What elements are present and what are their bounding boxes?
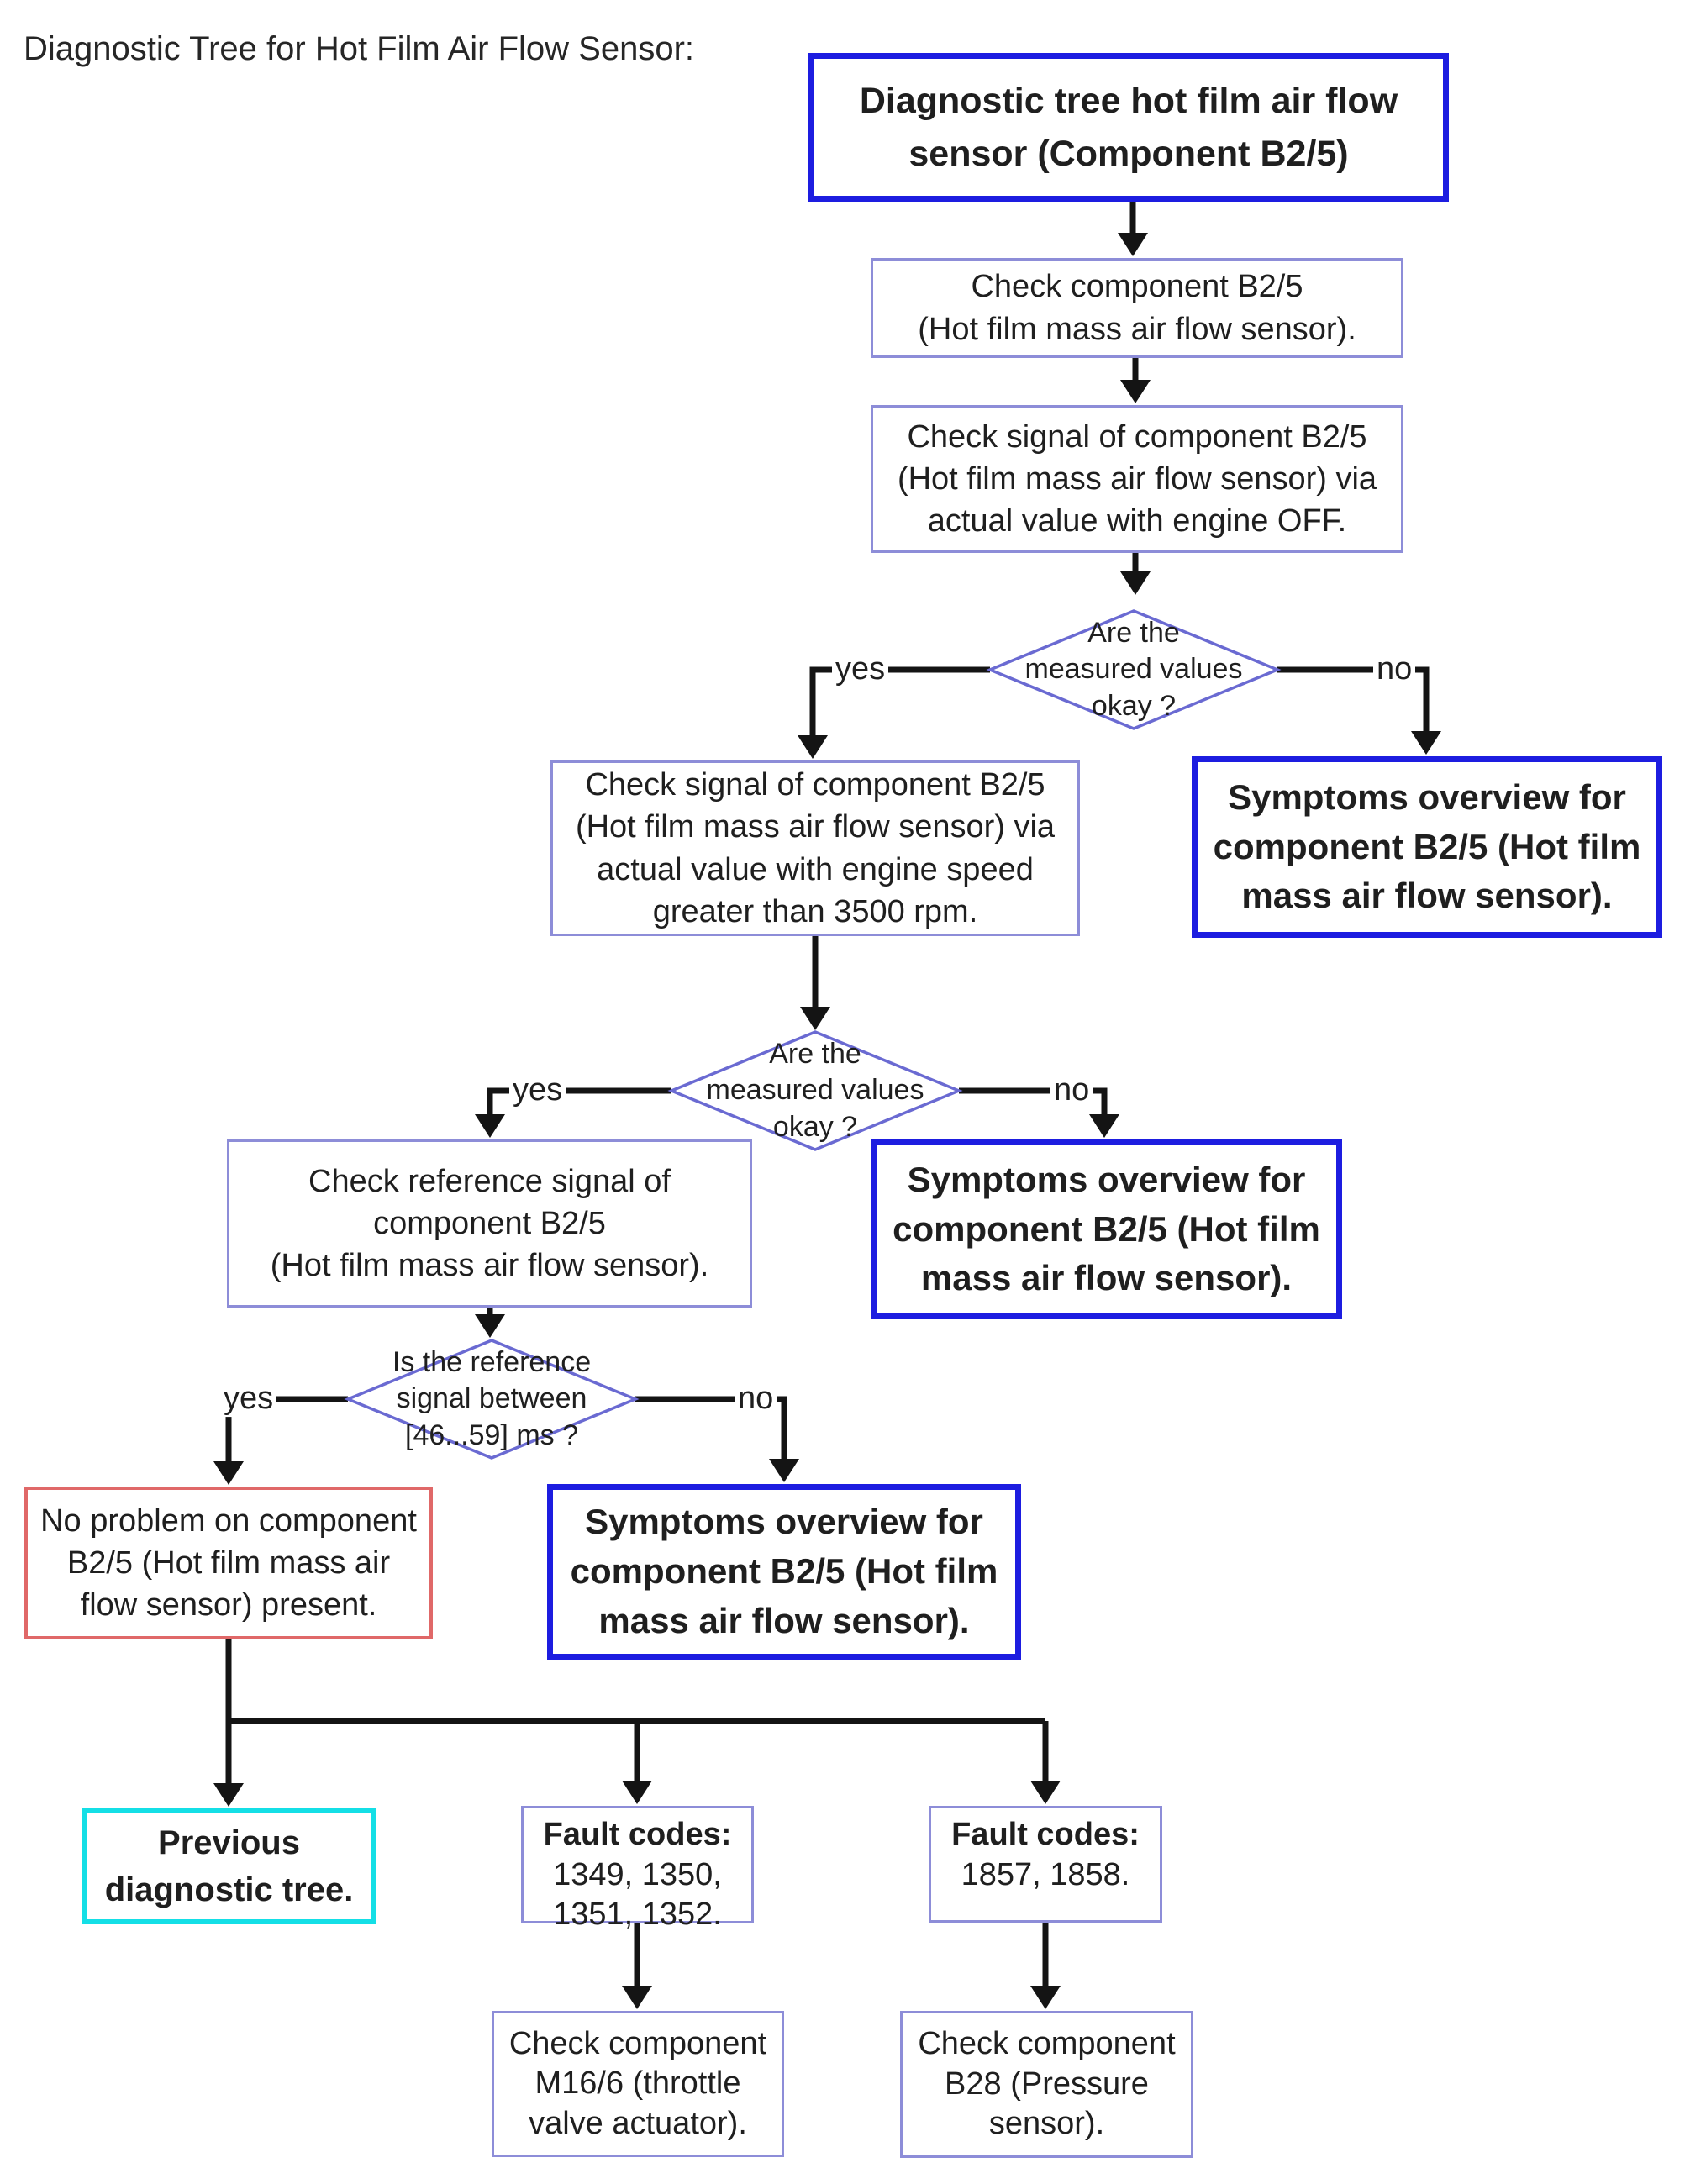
node-line: (Hot film mass air flow sensor). [918, 311, 1356, 347]
connector-yes-1 [809, 666, 990, 737]
arrowhead [213, 1783, 244, 1807]
fault-codes-header: Fault codes: [951, 1817, 1140, 1852]
node-line: Check component B2/5 [971, 269, 1303, 305]
arrowhead [1411, 731, 1441, 755]
branch-label-yes-3: yes [220, 1381, 277, 1417]
node-symptoms-2: Symptoms overview for component B2/5 (Ho… [871, 1139, 1342, 1319]
decision-line: Are the [1087, 616, 1180, 649]
decision-line: okay ? [772, 1110, 858, 1143]
node-line: Check component [508, 2025, 767, 2061]
node-symptoms-3: Symptoms overview for component B2/5 (Ho… [547, 1484, 1021, 1660]
node-line: component B2/5 (Hot film [893, 1208, 1320, 1249]
decision-diamond-3 [344, 1339, 640, 1460]
node-line: B28 (Pressure [945, 2066, 1149, 2102]
node-line: Check reference signal of [308, 1163, 671, 1199]
node-line: Symptoms overview for [1228, 776, 1626, 817]
arrowhead [475, 1314, 505, 1338]
node-fault-codes-1: Fault codes: 1349, 1350, 1351, 1352. [521, 1806, 754, 1932]
branch-label-no-2: no [1050, 1072, 1093, 1108]
decision-line: Is the reference [392, 1345, 592, 1378]
decision-line: signal between [396, 1382, 587, 1415]
node-line: 1857, 1858. [961, 1856, 1130, 1892]
node-check-b28: Check component B28 (Pressure sensor). [900, 2011, 1193, 2158]
node-root-line: Diagnostic tree hot film air flow [859, 81, 1398, 122]
node-line: M16/6 (throttle [534, 2066, 741, 2102]
node-line: mass air flow sensor). [920, 1258, 1293, 1298]
node-line: mass air flow sensor). [598, 1600, 970, 1640]
node-line: Check signal of component B2/5 [585, 767, 1045, 803]
node-check-signal-3500: Check signal of component B2/5 (Hot film… [550, 760, 1080, 936]
decision-diamond-2 [667, 1030, 963, 1151]
node-line: Symptoms overview for [585, 1502, 983, 1542]
arrowhead [1030, 1781, 1061, 1804]
node-line: 1351, 1352. [553, 1897, 722, 1932]
fault-codes-header: Fault codes: [543, 1817, 732, 1852]
node-line: diagnostic tree. [104, 1871, 354, 1908]
node-line: greater than 3500 rpm. [652, 893, 978, 929]
node-root: Diagnostic tree hot film air flow sensor… [808, 53, 1449, 202]
node-check-signal-off: Check signal of component B2/5 (Hot film… [871, 405, 1403, 553]
node-line: No problem on component [40, 1502, 417, 1539]
node-line: (Hot film mass air flow sensor). [270, 1248, 709, 1284]
node-line: actual value with engine speed [597, 851, 1034, 887]
page-title: Diagnostic Tree for Hot Film Air Flow Se… [24, 30, 695, 67]
branch-label-no-3: no [735, 1381, 777, 1417]
arrowhead [1120, 571, 1151, 595]
node-line: (Hot film mass air flow sensor) via [575, 809, 1056, 845]
connector-no-3 [635, 1396, 787, 1460]
node-line: mass air flow sensor). [1241, 876, 1613, 916]
node-check-m16: Check component M16/6 (throttle valve ac… [492, 2011, 784, 2157]
connector-no-2 [959, 1087, 1108, 1116]
decision-3-text: Is the reference signal between [46...59… [324, 1340, 660, 1458]
node-line: Check component [918, 2026, 1176, 2062]
decision-line: [46...59] ms ? [405, 1418, 578, 1451]
decision-diamond-1 [986, 609, 1282, 730]
node-line: sensor). [988, 2106, 1105, 2142]
arrowhead [622, 1986, 652, 2009]
node-previous-tree: Previous diagnostic tree. [82, 1808, 376, 1924]
branch-label-yes-1: yes [832, 651, 889, 687]
node-line: component B2/5 (Hot film [570, 1551, 998, 1592]
node-line: 1349, 1350, [553, 1856, 722, 1892]
decision-2-text: Are the measured values okay ? [647, 1032, 983, 1150]
branch-label-no-1: no [1373, 651, 1416, 687]
decision-1-text: Are the measured values okay ? [966, 611, 1302, 729]
decision-line: okay ? [1091, 689, 1177, 722]
node-line: Symptoms overview for [907, 1159, 1306, 1199]
node-line: component B2/5 [373, 1205, 606, 1241]
decision-line: measured values [1024, 653, 1243, 686]
node-line: B2/5 (Hot film mass air [66, 1545, 391, 1581]
node-line: valve actuator). [529, 2105, 747, 2141]
arrowhead [1089, 1114, 1119, 1138]
node-line: flow sensor) present. [80, 1587, 377, 1624]
node-line: Check signal of component B2/5 [907, 418, 1367, 455]
arrowhead [1120, 380, 1151, 403]
node-line: (Hot film mass air flow sensor) via [897, 460, 1377, 497]
arrowhead [769, 1459, 799, 1482]
branch-label-yes-2: yes [509, 1072, 566, 1108]
arrowhead [800, 1007, 830, 1030]
arrowhead [1030, 1986, 1061, 2009]
node-no-problem: No problem on component B2/5 (Hot film m… [24, 1487, 433, 1639]
decision-line: measured values [706, 1074, 924, 1107]
arrowhead [475, 1114, 505, 1138]
arrowhead [622, 1781, 652, 1804]
node-fault-codes-2: Fault codes: 1857, 1858. [929, 1806, 1162, 1923]
node-line: actual value with engine OFF. [927, 503, 1347, 539]
arrowhead [1118, 233, 1148, 256]
node-root-line: sensor (Component B2/5) [908, 133, 1349, 174]
decision-line: Are the [769, 1037, 861, 1070]
node-symptoms-1: Symptoms overview for component B2/5 (Ho… [1192, 756, 1662, 938]
connector-no-1 [1277, 666, 1430, 733]
arrowhead [213, 1461, 244, 1485]
node-check-reference: Check reference signal of component B2/5… [227, 1139, 752, 1308]
node-check-component: Check component B2/5 (Hot film mass air … [871, 258, 1403, 358]
arrowhead [798, 735, 828, 759]
node-line: component B2/5 (Hot film [1213, 826, 1641, 866]
node-line: Previous [158, 1824, 300, 1861]
connector-yes-2 [487, 1087, 671, 1116]
